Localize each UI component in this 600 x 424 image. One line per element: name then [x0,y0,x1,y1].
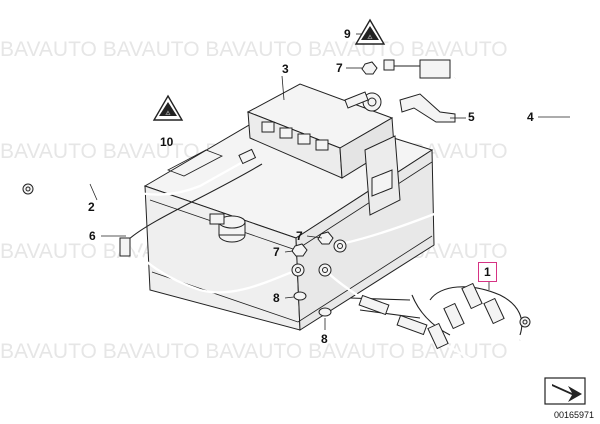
callout-7[interactable]: 7 [296,229,303,243]
watermark-row: BAVAUTO BAVAUTO BAVAUTO BAVAUTO BAVAUTO [0,340,508,363]
cable-4 [333,59,579,253]
clip-5 [399,93,456,123]
callout-5[interactable]: 5 [468,110,475,124]
callout-9[interactable]: 9 [344,27,351,41]
callout-4[interactable]: 4 [527,110,534,124]
callout-7[interactable]: 7 [336,61,343,75]
callout-8[interactable]: 8 [321,332,328,346]
diagram-number: 00165971 [553,410,594,420]
callout-2[interactable]: 2 [88,200,95,214]
battery-warning-triangle-icon: ⚠ [152,94,184,121]
next-diagram-arrow-icon[interactable] [544,377,586,405]
cable-2 [22,148,257,196]
nuts [291,61,378,317]
callout-7[interactable]: 7 [273,245,280,259]
callout-10[interactable]: 10 [160,135,174,149]
callout-3[interactable]: 3 [282,62,289,76]
callout-6[interactable]: 6 [89,229,96,243]
callout-8[interactable]: 8 [273,291,280,305]
battery-warning-triangle-icon: ⚠ [354,18,386,45]
svg-text:⚠: ⚠ [165,110,171,117]
callout-1[interactable]: 1 [478,262,497,282]
harness-1 [318,263,532,379]
svg-text:⚠: ⚠ [367,34,373,41]
cable-6 [119,163,305,294]
